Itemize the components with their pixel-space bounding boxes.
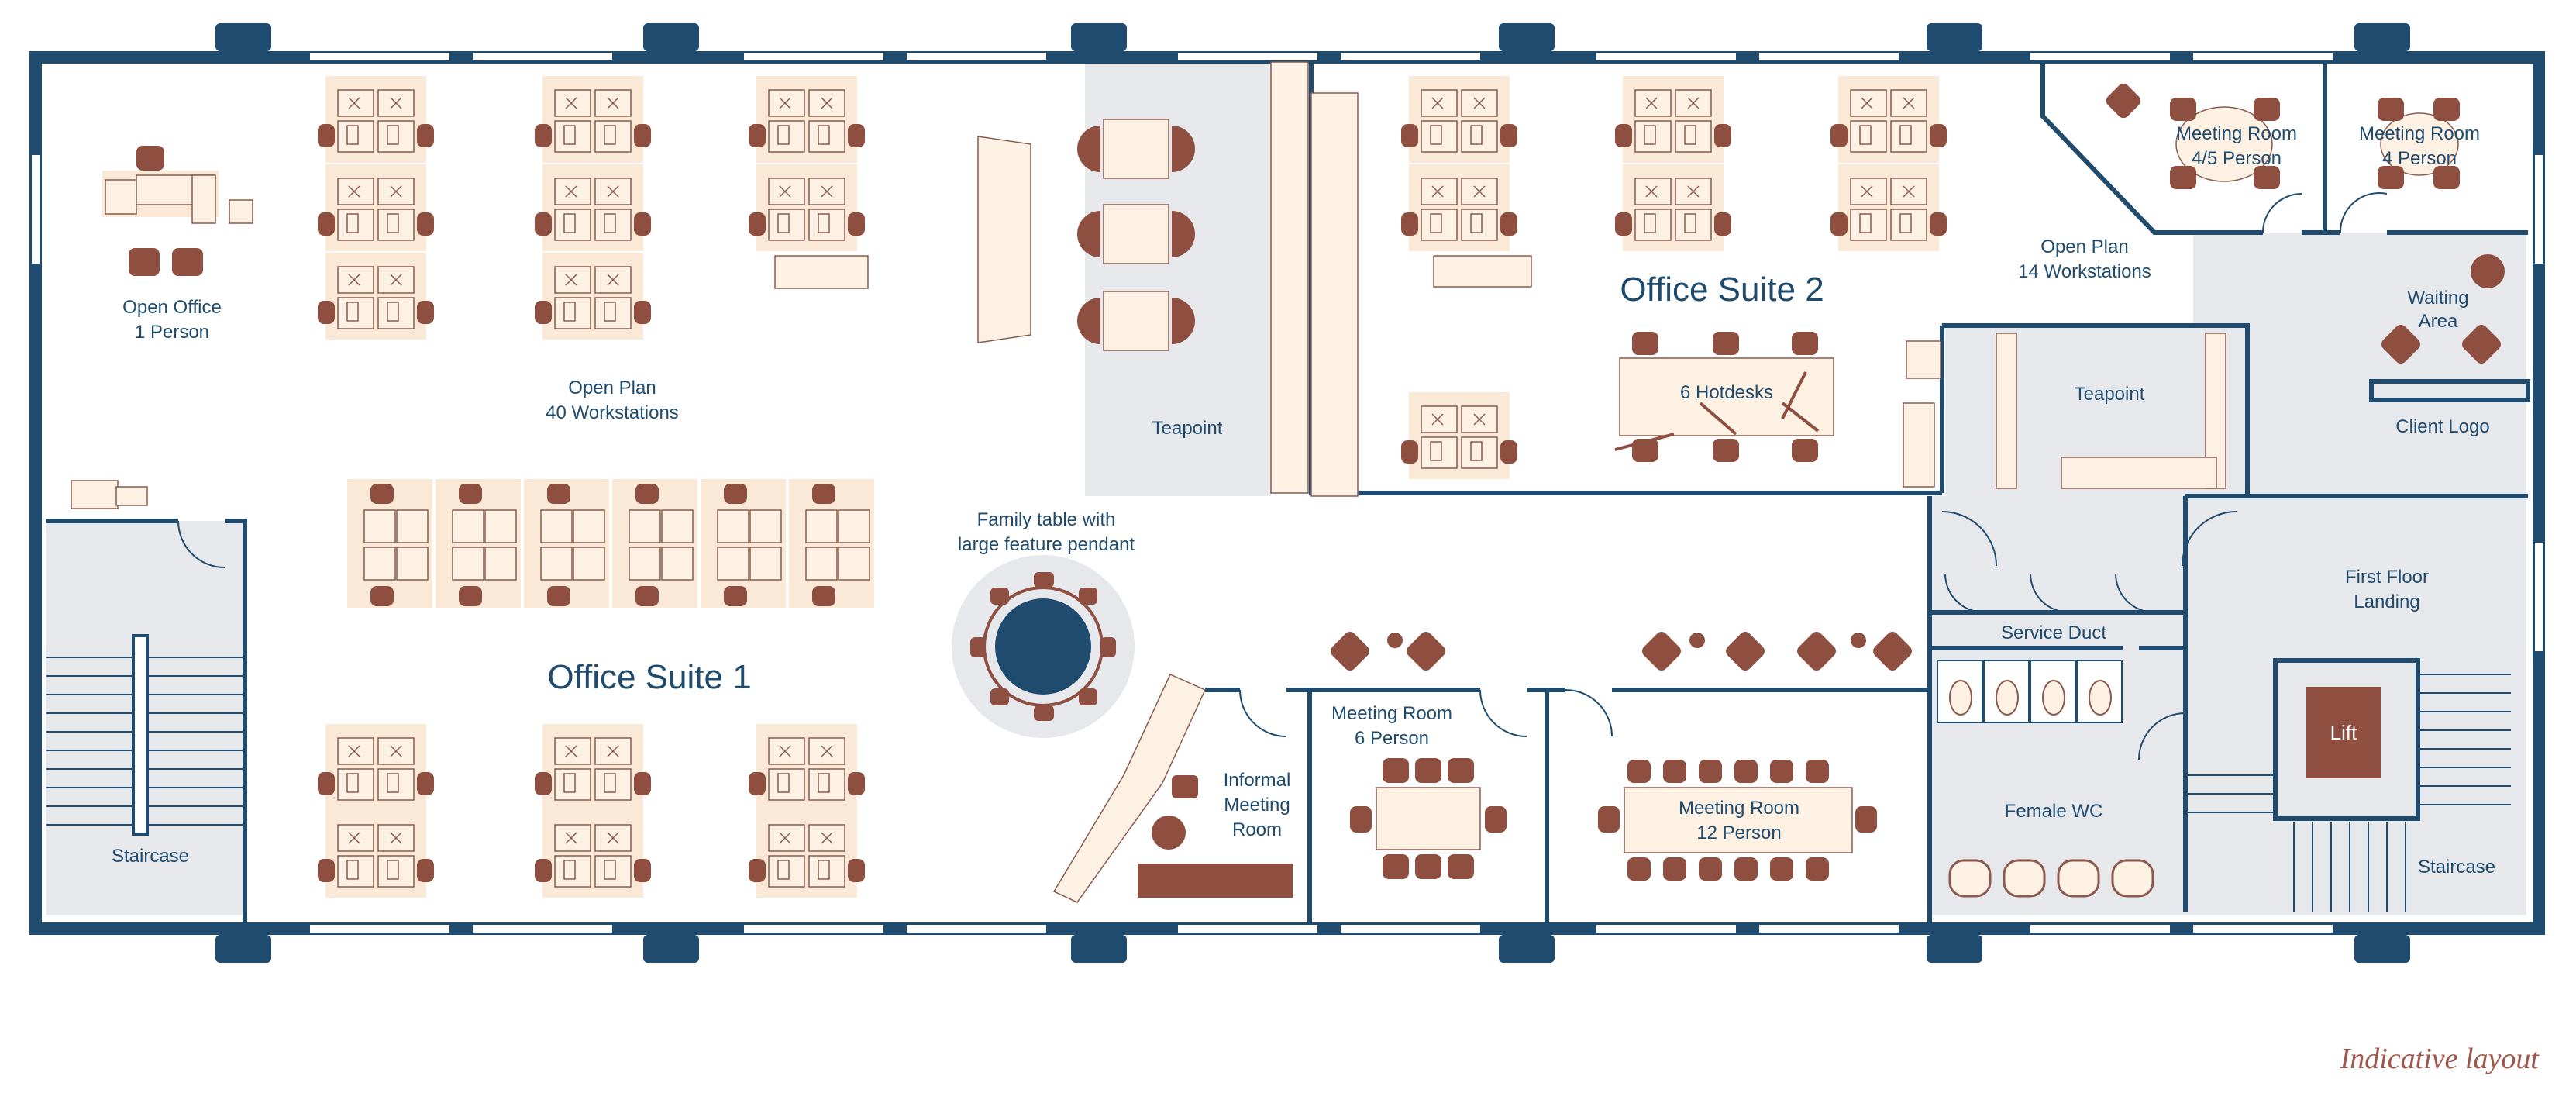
first-floor-label: First Floor <box>2345 567 2429 588</box>
staircase-2-label: Staircase <box>2418 857 2495 878</box>
lift-label: Lift <box>2330 721 2357 744</box>
open-office-sub-label: 1 Person <box>135 322 209 343</box>
open-office-furniture <box>71 146 253 509</box>
door-swings <box>177 192 2388 760</box>
meeting-room-12-label: Meeting Room <box>1679 798 1799 819</box>
meeting-room-12-furniture <box>1598 760 1877 881</box>
teapoint-1-label: Teapoint <box>1152 418 1223 439</box>
open-plan-14-label: Open Plan <box>2040 236 2128 257</box>
waiting-area-label: Waiting <box>2407 288 2468 309</box>
office-suite-1-label: Office Suite 1 <box>547 658 751 696</box>
staircase-1-label: Staircase <box>112 846 189 867</box>
staircase-1-treads <box>46 634 245 836</box>
meeting-room-4-label: Meeting Room <box>2359 123 2480 144</box>
meeting-room-45-label: Meeting Room <box>2176 123 2297 144</box>
open-plan-40-label: Open Plan <box>568 378 656 398</box>
meeting-room-4-sub-label: 4 Person <box>2382 148 2457 169</box>
windows <box>32 53 2543 933</box>
family-table-sub-label: large feature pendant <box>958 534 1135 555</box>
informal-meeting-label-1: Informal <box>1224 770 1291 791</box>
client-logo-label: Client Logo <box>2395 416 2489 437</box>
informal-meeting-furniture <box>1052 674 1293 903</box>
informal-meeting-label-2: Meeting <box>1224 795 1290 816</box>
small-meeting-furniture <box>2106 83 2505 364</box>
teapoint-1-tables <box>1077 61 1359 497</box>
open-plan-40-sub-label: 40 Workstations <box>546 402 679 423</box>
suite2-workstations <box>1400 75 1947 480</box>
open-office-label: Open Office <box>122 297 222 318</box>
staircase-2-treads <box>2185 674 2511 912</box>
female-wc-label: Female WC <box>2005 801 2103 822</box>
teapoint-2-label: Teapoint <box>2075 384 2145 405</box>
wc-fittings <box>1937 660 2154 898</box>
family-table-label: Family table with <box>977 509 1116 530</box>
hotdesks-label: 6 Hotdesks <box>1680 382 1773 403</box>
structural-columns <box>215 23 2410 963</box>
teapoint-2-joinery <box>1903 333 2226 489</box>
family-table <box>970 572 1116 721</box>
first-floor-sub-label: Landing <box>2354 591 2419 612</box>
lift-car <box>2306 687 2381 778</box>
waiting-area-sub-label: Area <box>2419 311 2458 332</box>
suite1-workstations <box>317 75 875 898</box>
caption: Indicative layout <box>2340 1043 2540 1075</box>
meeting-room-45-sub-label: 4/5 Person <box>2192 148 2282 169</box>
service-duct-label: Service Duct <box>2001 622 2106 643</box>
meeting-room-6-sub-label: 6 Person <box>1355 728 1429 749</box>
feature-board <box>977 136 1031 343</box>
office-suite-2-label: Office Suite 2 <box>1620 271 1824 309</box>
meeting-room-12-sub-label: 12 Person <box>1696 822 1781 843</box>
informal-meeting-label-3: Room <box>1232 819 1282 840</box>
breakout-chairs <box>1331 632 1912 671</box>
hotdesks-furniture <box>1614 332 1834 462</box>
open-plan-14-sub-label: 14 Workstations <box>2018 261 2151 282</box>
meeting-room-6-label: Meeting Room <box>1331 703 1452 724</box>
meeting-room-6-furniture <box>1350 758 1507 879</box>
